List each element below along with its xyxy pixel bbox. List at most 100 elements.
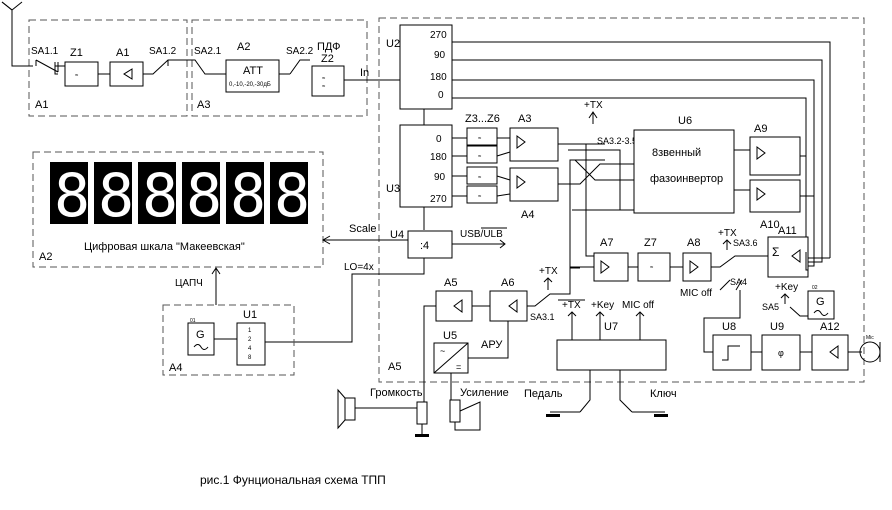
u3-out-1: 180 — [430, 152, 447, 163]
u3-rect — [399, 124, 453, 208]
svg-text:8.: 8. — [274, 161, 346, 231]
z1-filter — [64, 61, 99, 87]
u2-block: U2 270 90 180 0 — [386, 24, 831, 258]
a11-triangle-icon — [791, 249, 801, 263]
a1-amplifier — [109, 61, 144, 87]
svg-text:≈: ≈ — [322, 84, 326, 90]
att-values: 0,-10,-20,-30дБ — [229, 82, 271, 88]
svg-text:≈: ≈ — [650, 265, 654, 271]
u4-block: U4 :4 USB/ULB Scale LO=4x — [265, 223, 507, 343]
a5-triangle-icon — [453, 299, 463, 313]
a9-triangle-icon — [756, 146, 766, 160]
u9-label: U9 — [770, 321, 784, 333]
svg-text:≈: ≈ — [478, 154, 482, 160]
pedal-label: Педаль — [524, 388, 563, 400]
sa21-switch — [187, 59, 215, 75]
z3-z6-filters: Z3...Z6 ≈ ≈ ≈ ≈ — [452, 113, 500, 204]
a11-block: A11 Σ — [767, 225, 830, 278]
tx-top-arrow-icon — [588, 111, 598, 124]
u2-out-2: 180 — [430, 72, 447, 83]
audio-chain: A5 A6 +TX SA3.1 U5 ~ = АРУ A5 — [388, 266, 580, 402]
group-a2-label: A2 — [39, 251, 52, 263]
u6-block: U6 8звенный фазоинвертор — [620, 115, 750, 214]
z2-label: Z2 — [321, 53, 334, 65]
svg-text:≈: ≈ — [478, 136, 482, 142]
volume-pot — [416, 401, 428, 425]
svg-text:φ: φ — [778, 348, 784, 358]
group-a3-border — [191, 19, 368, 117]
g-generator — [187, 322, 215, 356]
a8-amp — [682, 252, 712, 282]
z3-z6-label: Z3...Z6 — [465, 113, 500, 125]
capch-label: ЦАПЧ — [175, 278, 203, 289]
sa5-switch — [789, 306, 808, 317]
u1-label: U1 — [243, 309, 257, 321]
group-a4-label: A4 — [169, 362, 182, 374]
sa36-label: SA3.6 — [733, 238, 758, 248]
u3-label: U3 — [386, 183, 400, 195]
pedal-ground-icon — [546, 414, 560, 417]
sa32-switch-group: +TX SA3.2-3.5 — [558, 100, 640, 257]
a9-a10-amps: A9 A10 — [749, 123, 814, 231]
att-block — [225, 59, 280, 93]
a10-label: A10 — [760, 219, 780, 231]
u7-tx-label: +TX — [562, 300, 581, 311]
g02-sine-icon — [813, 310, 829, 316]
led-digit-5: 8. — [270, 161, 346, 231]
led-digits: 8. 8. 8. 8. 8. 8. — [50, 161, 346, 231]
u9-block — [761, 334, 801, 371]
group-a3-label: A3 — [197, 99, 210, 111]
u5-label: U5 — [443, 330, 457, 342]
group-a2-border — [32, 151, 324, 268]
sa22-label: SA2.2 — [286, 46, 314, 57]
tx-top-label: +TX — [584, 100, 603, 111]
g-mark: 01 — [190, 318, 196, 324]
z2-filter — [311, 65, 345, 97]
u2-out-1: 90 — [434, 50, 446, 61]
sine-icon — [193, 344, 209, 350]
in-label: In — [360, 67, 369, 79]
a12-label: A12 — [820, 321, 840, 333]
antenna-wire — [1, 1, 33, 67]
group-a5-label: A5 — [388, 361, 401, 373]
a7-amp — [593, 252, 629, 282]
z7-filter — [637, 252, 671, 282]
gain-label: Усиление — [460, 387, 509, 399]
lo-label: LO=4x — [344, 262, 374, 273]
u7-rect — [556, 339, 667, 371]
usb-label: USB/ULB — [460, 229, 503, 240]
svg-text:1: 1 — [248, 328, 252, 334]
speaker-ground-icon — [415, 434, 429, 437]
svg-text:≈: ≈ — [322, 76, 326, 82]
z7-label: Z7 — [644, 237, 657, 249]
u6-line2: фазоинвертор — [650, 173, 723, 185]
a7-label: A7 — [600, 237, 613, 249]
a8-triangle-icon — [689, 260, 699, 274]
z1-label: Z1 — [70, 47, 83, 59]
mic-off-top-label: MIC off — [680, 288, 712, 299]
led-display — [50, 162, 308, 226]
pdf-label: ПДФ — [317, 41, 340, 53]
main-board-border — [378, 17, 865, 383]
u8-block — [712, 334, 752, 371]
sa22-switch — [289, 59, 310, 75]
scale-label: Scale — [349, 223, 377, 235]
sa11-label: SA1.1 — [31, 46, 59, 57]
sa31-switch — [527, 267, 580, 307]
a2-label: A2 — [237, 41, 250, 53]
a6-triangle-icon — [508, 299, 518, 313]
a10-triangle-icon — [756, 187, 766, 201]
u7-label: U7 — [604, 321, 618, 333]
u4-div: :4 — [420, 240, 429, 252]
group-a3: A3 SA2.1 ATT 0,-10,-20,-30дБ A2 SA2.2 ПД… — [187, 19, 400, 117]
group-a4-border — [162, 304, 295, 376]
a3-triangle-icon — [516, 135, 526, 149]
g02-generator — [807, 290, 835, 320]
tx-a8-label: +TX — [718, 228, 737, 239]
a3-label: A3 — [518, 113, 531, 125]
u4-label: U4 — [390, 229, 404, 241]
u6-line1: 8звенный — [652, 147, 701, 159]
a9-label: A9 — [754, 123, 767, 135]
a7-a8-chain: A7 Z7 ≈ A8 +TX SA3.6 MIC off SA4 — [580, 228, 768, 299]
svg-text:≈: ≈ — [478, 194, 482, 200]
